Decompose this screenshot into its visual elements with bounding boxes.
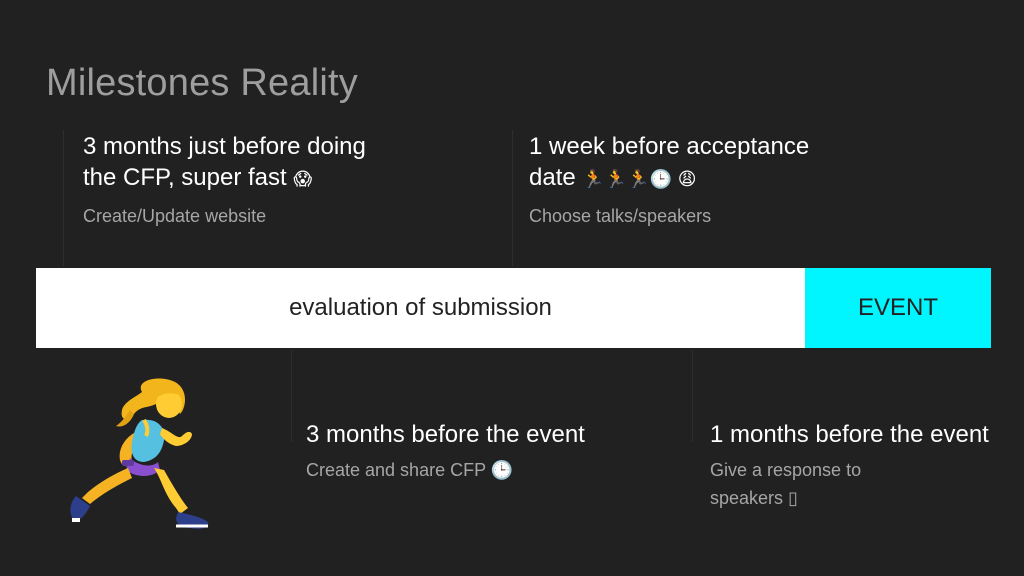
event-label: EVENT bbox=[857, 294, 938, 321]
milestone-heading-line: date 🏃🏃🏃🕒 😩 bbox=[529, 162, 859, 195]
milestone-heading-text: date bbox=[529, 164, 576, 191]
milestone-heading: 3 months just before doing the CFP, supe… bbox=[83, 131, 413, 195]
milestone-subtitle-text: Create and share CFP bbox=[306, 460, 486, 480]
milestone-heading: 1 week before acceptance date 🏃🏃🏃🕒 😩 bbox=[529, 131, 859, 195]
milestone-heading: 3 months before the event bbox=[306, 421, 585, 448]
evaluation-label: evaluation of submission bbox=[289, 294, 552, 321]
milestone-subtitle: Create and share CFP 🕒 bbox=[306, 456, 513, 485]
milestone-subtitle-line: speakers ▯ bbox=[710, 484, 861, 513]
running-clock-tired-icons: 🏃🏃🏃🕒 😩 bbox=[582, 169, 697, 190]
event-segment: EVENT bbox=[805, 268, 991, 348]
evaluation-segment: evaluation of submission bbox=[36, 268, 805, 348]
milestone-subtitle-text: speakers bbox=[710, 488, 784, 508]
slide-title: Milestones Reality bbox=[46, 62, 358, 104]
missing-glyph-icon: ▯ bbox=[788, 488, 798, 509]
scared-face-icon: 😱 bbox=[293, 169, 313, 190]
timeline-tick-bottom-1 bbox=[291, 350, 292, 442]
timeline-tick-top-2 bbox=[512, 130, 513, 266]
milestone-heading-line: the CFP, super fast 😱 bbox=[83, 162, 413, 195]
milestone-subtitle-line: Give a response to bbox=[710, 460, 862, 480]
woman-running-icon bbox=[70, 378, 209, 529]
milestone-heading-line: 1 week before acceptance bbox=[529, 133, 810, 160]
milestone-heading: 1 months before the event bbox=[710, 421, 989, 448]
clock-icon: 🕒 bbox=[490, 460, 514, 481]
timeline-bar: evaluation of submission EVENT bbox=[36, 268, 991, 348]
milestone-heading-text: the CFP, super fast bbox=[83, 164, 287, 191]
milestone-subtitle: Give a response to speakers ▯ bbox=[710, 456, 861, 513]
milestone-heading-line: 3 months just before doing bbox=[83, 133, 366, 160]
milestone-subtitle: Create/Update website bbox=[83, 206, 267, 226]
timeline-tick-top-1 bbox=[63, 130, 64, 266]
milestone-subtitle: Choose talks/speakers bbox=[529, 206, 712, 226]
timeline-tick-bottom-2 bbox=[692, 350, 693, 442]
